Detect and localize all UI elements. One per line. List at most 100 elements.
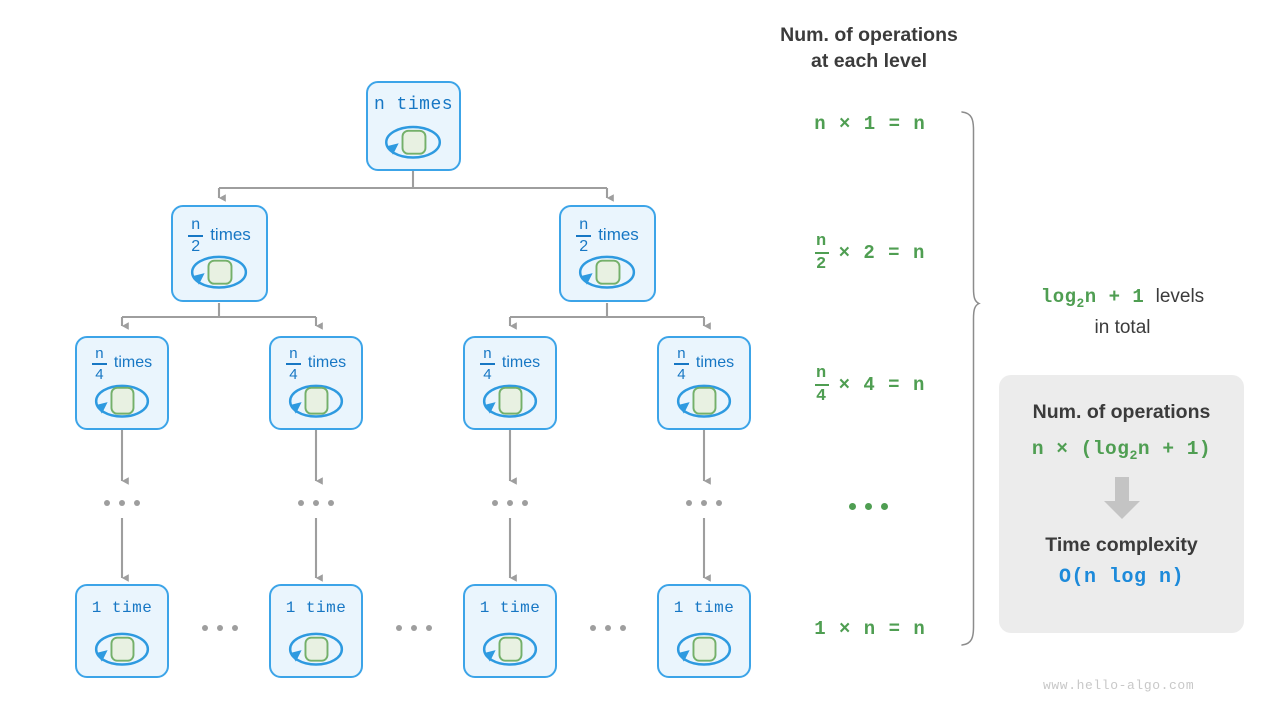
node-label-text: 1 time: [91, 599, 153, 617]
levels-brace: [961, 111, 981, 646]
levels-formula-suffix: n + 1: [1084, 286, 1145, 308]
fraction-numerator: n: [815, 231, 828, 251]
tree-node-level3: n 4 times: [463, 336, 557, 430]
horizontal-ellipsis: [396, 625, 432, 631]
fraction-denominator: 2: [191, 238, 201, 256]
self-loop-icon: [271, 586, 361, 676]
node-label: n 2 times: [561, 215, 654, 256]
tree-node-level4: 1 time: [657, 584, 751, 678]
horizontal-ellipsis: [202, 625, 238, 631]
dot: [716, 500, 722, 506]
fraction-denominator: 2: [579, 238, 589, 256]
node-label: n 4 times: [659, 344, 749, 382]
operations-heading: Num. of operations at each level: [744, 22, 994, 75]
dot: [119, 500, 125, 506]
self-loop-icon: [271, 338, 361, 428]
summary-card-formula: n × (log2n + 1): [1032, 438, 1211, 463]
fraction-denominator: 4: [95, 366, 104, 384]
levels-total-note: log2n + 1 levels in total: [1000, 283, 1245, 341]
dot: [134, 500, 140, 506]
watermark: www.hello-algo.com: [1043, 678, 1195, 693]
tree-node-level3: n 4 times: [657, 336, 751, 430]
levels-total-line2: in total: [1094, 316, 1151, 338]
summary-formula-prefix: n × (log: [1031, 438, 1130, 460]
self-loop-icon: [173, 207, 266, 300]
node-label-text: times: [501, 354, 541, 371]
operations-heading-line2: at each level: [811, 50, 927, 73]
dot: [849, 503, 856, 510]
summary-card-title-operations: Num. of operations: [1032, 401, 1211, 423]
levels-tail: levels: [1155, 286, 1205, 307]
level-formula-2-text: × 2 = n: [838, 242, 926, 264]
node-label: n 4 times: [271, 346, 361, 382]
self-loop-icon: [465, 338, 555, 428]
vertical-ellipsis: [492, 500, 528, 506]
fraction: n 4: [285, 346, 301, 382]
fraction: n 4: [479, 344, 495, 382]
fraction-numerator: n: [677, 344, 686, 362]
dot: [298, 500, 304, 506]
dot: [492, 500, 498, 506]
summary-card-result: O(n log n): [1058, 565, 1185, 589]
tree-node-level2: n 2 times: [559, 205, 656, 302]
fraction-bar: [285, 362, 301, 366]
node-label: n times: [368, 92, 459, 118]
level-formula-ellipsis: [849, 503, 888, 510]
level-formula-3-text: × 4 = n: [838, 374, 926, 396]
level-formula-last-text: 1 × n = n: [814, 618, 926, 640]
level-formula-3: n 4 × 4 = n: [790, 363, 950, 407]
levels-formula-sub: 2: [1076, 295, 1085, 311]
dot: [426, 625, 432, 631]
level-formula-2: n 2 × 2 = n: [790, 231, 950, 275]
fraction-numerator: n: [579, 215, 589, 233]
tree-node-level3: n 4 times: [269, 336, 363, 430]
tree-node-level3: n 4 times: [75, 336, 169, 430]
node-label-text: times: [598, 225, 639, 244]
node-label-text: times: [210, 225, 251, 244]
fraction-denominator: 4: [815, 387, 828, 407]
fraction: n 2: [814, 231, 829, 275]
self-loop-icon: [561, 207, 654, 300]
levels-formula: log2n + 1: [1040, 286, 1145, 311]
node-label: 1 time: [271, 596, 361, 620]
fraction-numerator: n: [95, 344, 104, 362]
node-label: n 4 times: [465, 344, 555, 382]
dot: [232, 625, 238, 631]
fraction-bar: [673, 362, 689, 366]
dot: [411, 625, 417, 631]
dot: [605, 625, 611, 631]
dot: [313, 500, 319, 506]
dot: [507, 500, 513, 506]
fraction-denominator: 2: [815, 255, 828, 275]
dot: [104, 500, 110, 506]
operations-heading-line1: Num. of operations: [780, 24, 958, 46]
tree-node-level2: n 2 times: [171, 205, 268, 302]
fraction: n 4: [673, 344, 689, 382]
node-label: 1 time: [465, 596, 555, 620]
summary-card-title-complexity: Time complexity: [1045, 533, 1198, 556]
dot: [328, 500, 334, 506]
self-loop-icon: [465, 586, 555, 676]
levels-formula-prefix: log: [1040, 286, 1077, 308]
fraction-numerator: n: [815, 363, 828, 383]
dot: [217, 625, 223, 631]
level-formula-1: n × 1 = n: [790, 111, 950, 137]
node-label-text: times: [113, 354, 153, 371]
tree-node-level4: 1 time: [269, 584, 363, 678]
fraction-bar: [814, 251, 829, 255]
fraction: n 4: [814, 363, 829, 407]
dot: [686, 500, 692, 506]
self-loop-icon: [77, 338, 167, 428]
node-label-text: 1 time: [285, 599, 347, 617]
tree-node-level4: 1 time: [75, 584, 169, 678]
fraction-numerator: n: [483, 344, 492, 362]
node-label-text: 1 time: [479, 599, 541, 617]
self-loop-icon: [77, 586, 167, 676]
dot: [202, 625, 208, 631]
vertical-ellipsis: [104, 500, 140, 506]
node-label-text: n times: [373, 95, 454, 115]
fraction-bar: [188, 234, 204, 238]
dot: [396, 625, 402, 631]
self-loop-icon: [659, 338, 749, 428]
